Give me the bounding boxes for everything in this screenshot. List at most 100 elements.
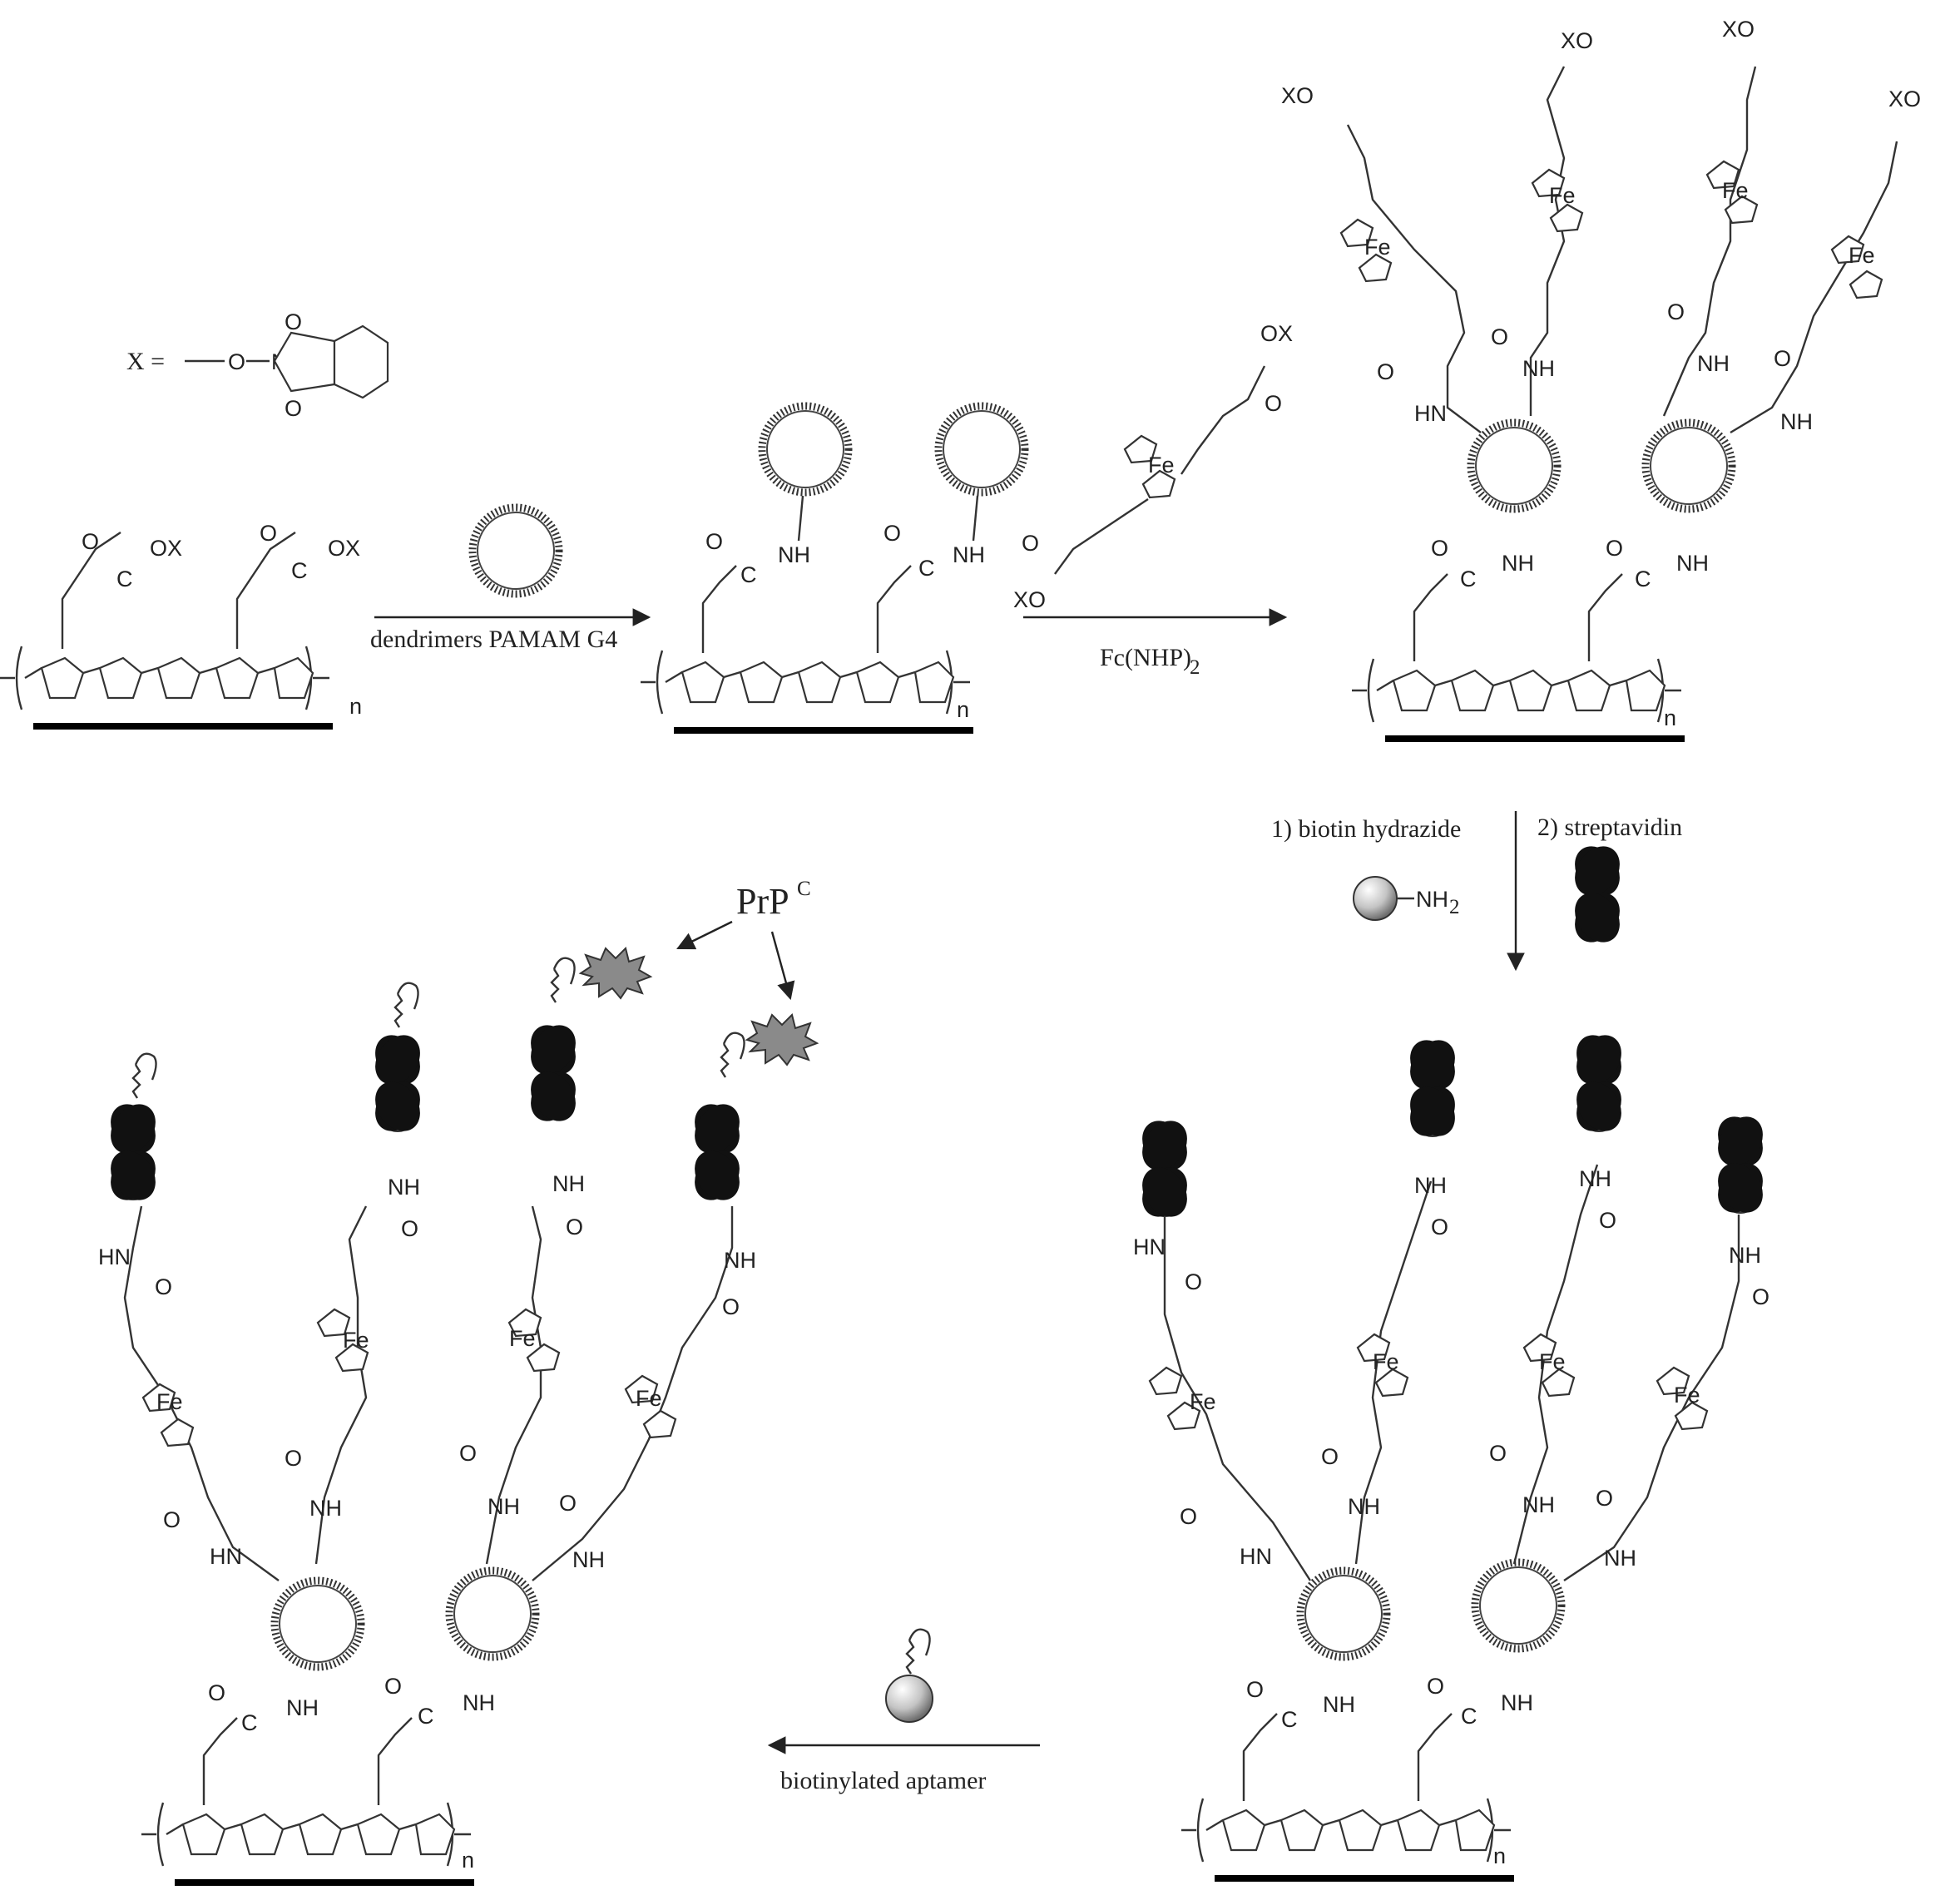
c-arm-xo-4: XO <box>1888 87 1921 111</box>
e-arm-nh-2: NH <box>309 1496 342 1521</box>
step1-label: dendrimers PAMAM G4 <box>370 626 617 653</box>
e-fe-1: Fe <box>156 1389 183 1414</box>
step3b-label: 2) streptavidin <box>1537 814 1682 841</box>
d-arm-nh-4: NH <box>1604 1546 1636 1571</box>
step2-label: Fc(NHP) <box>1100 644 1191 671</box>
d-arm-o-3: O <box>1489 1441 1507 1466</box>
streptavidin-e-3 <box>521 1017 586 1130</box>
ester-c-1: C <box>116 567 133 591</box>
c-arm-hn-1: HN <box>1414 401 1447 426</box>
d-amide-o-1: O <box>1246 1677 1264 1702</box>
step3a-label: 1) biotin hydrazide <box>1271 815 1461 843</box>
c-amide-c-1: C <box>1460 567 1477 591</box>
e-top-o-3: O <box>566 1215 583 1239</box>
streptavidin-e-1 <box>101 1096 166 1209</box>
e-arm-o-3: O <box>459 1441 477 1466</box>
aptamer-sphere-legend <box>885 1675 933 1723</box>
step4-arrow-group: biotinylated aptamer <box>767 1628 1040 1794</box>
e-amide-o-1: O <box>208 1680 225 1705</box>
e-arm-o-1: O <box>163 1507 181 1532</box>
streptavidin-e-4 <box>685 1096 750 1209</box>
d-amide-nh-1: NH <box>1323 1692 1355 1717</box>
c-arm-nh-2: NH <box>1522 356 1555 381</box>
x-carbonyl-o-top: O <box>285 309 302 334</box>
reagent-fe: Fe <box>1148 453 1175 477</box>
c-arm-o-3: O <box>1667 299 1685 324</box>
d-fe-4: Fe <box>1674 1383 1700 1408</box>
e-amide-nh-1: NH <box>286 1695 319 1720</box>
prion-protein-2 <box>746 1014 818 1066</box>
e-arm-nh-3: NH <box>488 1494 520 1519</box>
reagent-xo: XO <box>1013 587 1046 612</box>
amide-o-2: O <box>883 521 901 546</box>
biotin-sphere-legend <box>1353 876 1398 921</box>
repeat-n-3: n <box>1664 705 1676 730</box>
streptavidin-d-1 <box>1132 1112 1197 1225</box>
c-arm-nh-4: NH <box>1780 409 1813 434</box>
streptavidin-d-4 <box>1708 1108 1773 1221</box>
amide-nh-1: NH <box>778 542 810 567</box>
reagent-o-top: O <box>1265 391 1282 416</box>
aptamer-e-1 <box>131 1052 157 1100</box>
aptamer-legend <box>905 1628 931 1675</box>
amide-c-2: C <box>918 556 935 581</box>
d-top-o-1: O <box>1185 1269 1202 1294</box>
c-arm-o-4: O <box>1774 346 1791 371</box>
c-arm-xo-1: XO <box>1281 83 1314 108</box>
c-fe-3: Fe <box>1722 178 1749 203</box>
c-arm-o-2: O <box>1491 324 1508 349</box>
step3-arrow-group: 1) biotin hydrazide 2) streptavidin NH 2 <box>1271 811 1682 972</box>
e-amide-c-1: C <box>241 1710 258 1735</box>
d-arm-hn-1: HN <box>1240 1544 1272 1569</box>
prp-superscript: C <box>797 878 811 900</box>
c-amide-o-1: O <box>1431 536 1448 561</box>
streptavidin-d-3 <box>1567 1027 1631 1140</box>
c-amide-o-2: O <box>1606 536 1623 561</box>
e-top-o-2: O <box>401 1216 418 1241</box>
e-top-o-1: O <box>155 1274 172 1299</box>
d-arm-nh-3: NH <box>1522 1492 1555 1517</box>
d-top-hn-1: HN <box>1133 1235 1166 1259</box>
streptavidin-e-2 <box>365 1027 430 1140</box>
panel-activated-polypyrrole: O C OX O C OX n <box>0 521 362 726</box>
e-top-hn-1: HN <box>98 1244 131 1269</box>
d-amide-c-1: C <box>1281 1707 1298 1732</box>
repeat-n-2: n <box>957 697 969 722</box>
d-fe-3: Fe <box>1539 1349 1566 1374</box>
d-top-o-3: O <box>1599 1208 1616 1233</box>
amide-nh-2: NH <box>953 542 985 567</box>
amide-o-1: O <box>705 529 723 554</box>
biotin-nh2-label: NH <box>1416 887 1448 912</box>
e-top-nh-3: NH <box>552 1171 585 1196</box>
amide-c-1: C <box>740 562 757 587</box>
d-arm-o-2: O <box>1321 1444 1339 1469</box>
d-amide-c-2: C <box>1461 1704 1477 1729</box>
aptamer-e-4 <box>720 1032 745 1079</box>
ester-c-2: C <box>291 558 308 583</box>
panel-ferrocene-functionalised: O C NH O C NH Fe Fe Fe Fe O HN O NH O NH… <box>1281 17 1921 739</box>
c-amide-nh-2: NH <box>1676 551 1709 576</box>
c-fe-1: Fe <box>1364 235 1391 260</box>
repeat-n-4: n <box>1493 1843 1506 1868</box>
x-definition-label: X = <box>126 348 165 375</box>
step2-subscript: 2 <box>1190 656 1200 679</box>
e-arm-o-2: O <box>285 1446 302 1471</box>
e-top-o-4: O <box>722 1294 740 1319</box>
d-fe-1: Fe <box>1190 1389 1216 1414</box>
prp-arrow-1 <box>676 920 733 950</box>
streptavidin-d-2 <box>1400 1032 1465 1145</box>
e-arm-nh-4: NH <box>572 1547 605 1572</box>
c-amide-c-2: C <box>1635 567 1651 591</box>
e-arm-hn-1: HN <box>210 1544 242 1569</box>
prp-label: PrP <box>736 881 789 922</box>
c-amide-nh-1: NH <box>1502 551 1534 576</box>
e-arm-o-4: O <box>559 1491 577 1516</box>
ester-ox-1: OX <box>150 536 182 561</box>
d-top-nh-2: NH <box>1414 1173 1447 1198</box>
d-fe-2: Fe <box>1373 1349 1399 1374</box>
c-fe-4: Fe <box>1849 243 1875 268</box>
d-top-nh-4: NH <box>1729 1243 1761 1268</box>
e-fe-2: Fe <box>343 1328 369 1353</box>
e-fe-3: Fe <box>509 1326 536 1351</box>
